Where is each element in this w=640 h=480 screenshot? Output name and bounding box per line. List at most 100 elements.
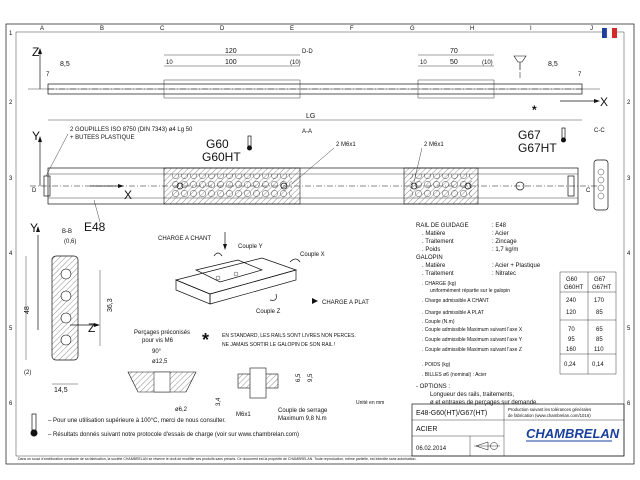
screw-m6-label: 2 M6x1 xyxy=(336,142,356,148)
sheet-border xyxy=(5,23,635,465)
dim-label: 14,5 xyxy=(54,387,68,394)
table-header: G67HT xyxy=(592,285,612,291)
row-label: 4 xyxy=(9,251,13,257)
end-stop xyxy=(567,175,575,197)
asterisk-icon: * xyxy=(532,103,537,117)
axis-x-label: X xyxy=(600,95,608,109)
screw-icon xyxy=(513,55,527,79)
spec-value: : Zincage xyxy=(492,239,517,245)
dim-label: 70 xyxy=(450,48,458,55)
thermometer-icon xyxy=(247,135,252,151)
spec-key: . Traitement xyxy=(422,239,454,245)
row-label: 5 xyxy=(627,326,631,332)
spec-key: . Traitement xyxy=(422,271,454,277)
spec-galopin-title: GALOPIN xyxy=(416,255,443,261)
dim-label: 48 xyxy=(24,306,31,314)
g67-label: G67 xyxy=(518,128,541,142)
top-view: Z X 120 10 100 (10) D-D 70 10 50 (10) 8,… xyxy=(28,45,608,121)
table-cell: 65 xyxy=(596,327,603,333)
table-cell: 160 xyxy=(566,347,577,353)
options-line1: Longueur des rails, traitements, xyxy=(430,392,514,398)
row-label: 2 xyxy=(627,100,631,106)
axis-z-label: Z xyxy=(32,45,39,59)
table-cell: 240 xyxy=(566,298,577,304)
label-d: D xyxy=(32,188,37,194)
table-row-label: . Couple admissible Maximum suivant l'ax… xyxy=(422,337,523,343)
dim-label: 10 xyxy=(420,60,427,66)
ball-row xyxy=(410,174,472,198)
col-label: A xyxy=(40,26,44,32)
table-cell: 120 xyxy=(566,310,577,316)
dim-label: (0,6) xyxy=(64,239,76,245)
axis-y-label-bb: Y xyxy=(30,221,38,235)
axis-z-label-bb: Z xyxy=(88,321,95,335)
col-label: G xyxy=(410,26,415,32)
end-stop xyxy=(43,175,51,197)
section-aa-label: A-A xyxy=(302,129,312,135)
label-c: C xyxy=(586,188,591,194)
row-label: 3 xyxy=(627,176,631,182)
table-row-label: . Couple admissible Maximum suivant l'ax… xyxy=(422,327,523,333)
table-row-label: . Charge admissible A PLAT xyxy=(422,310,484,316)
options-title: - OPTIONS : xyxy=(416,384,450,390)
iso-view: CHARGE A CHANT Couple Y Couple X Couple … xyxy=(158,232,369,315)
title-ref: E48-G60(HT)/G67(HT) xyxy=(416,410,487,417)
screw-detail: 6,5 9,5 M6x1 Couple de serrage Maximum 9… xyxy=(236,367,384,422)
dim-label: 36,3 xyxy=(107,298,114,312)
spec-value: : 1,7 kg/m xyxy=(492,247,518,253)
g67ht-label: G67HT xyxy=(518,141,557,155)
note-goupilles: 2 GOUPILLES ISO 8750 (DIN 7343) ø4 Lg 50 xyxy=(70,127,193,133)
col-label: E xyxy=(290,26,294,32)
ball-row xyxy=(172,174,292,198)
dim-label: 9,5 xyxy=(308,373,314,382)
table-cell: 0,14 xyxy=(592,362,604,368)
table-row-sub: uniformément répartie sur le galopin xyxy=(430,288,510,294)
units-label: Unité en mm xyxy=(356,400,384,406)
spec-key: . Matière xyxy=(422,231,446,237)
screw-m6-label: 2 M6x1 xyxy=(424,142,444,148)
axis-x-label-front: X xyxy=(124,188,132,202)
table-cell: 85 xyxy=(596,337,603,343)
spec-key: . Matière xyxy=(422,263,446,269)
charge-table: G60 G60HT G67 G67HT . CHARGE (kg) unifor… xyxy=(422,271,617,378)
section-bb-title: B-B xyxy=(62,229,72,235)
spec-rail-title: RAIL DE GUIDAGE xyxy=(416,223,468,229)
dim-label: 7 xyxy=(578,72,582,78)
dim-label: 7 xyxy=(46,72,50,78)
couple-x-label: Couple X xyxy=(300,252,325,258)
torque-label: Couple de serrage xyxy=(278,408,328,414)
charge-chant-label: CHARGE A CHANT xyxy=(158,236,211,242)
carriage-iso xyxy=(194,259,264,283)
rail-name-label: E48 xyxy=(84,220,106,234)
bores-title: Perçages préconisés xyxy=(134,330,190,336)
dim-label: 8,5 xyxy=(60,61,70,68)
col-label: H xyxy=(470,26,474,32)
table-cell: 170 xyxy=(594,298,605,304)
brand-logo: CHAMBRELAN xyxy=(526,426,620,441)
warning-block: * EN STANDARD, LES RAILS SONT LIVRES NON… xyxy=(202,330,356,350)
row-label: 6 xyxy=(627,401,631,407)
dim-label: (2) xyxy=(24,370,31,376)
front-view: Y X D C 2 GOUPILLES ISO 8750 (DIN 7343) … xyxy=(30,127,609,234)
dim-label: (10) xyxy=(290,60,301,66)
footer-notes: – Pour une utilisation supérieure à 100°… xyxy=(18,413,416,461)
row-label: 1 xyxy=(9,31,13,37)
dim-label: ø12,5 xyxy=(152,359,168,365)
g60-label: G60 xyxy=(206,137,229,151)
row-label: 4 xyxy=(627,251,631,257)
table-header: G67 xyxy=(594,277,606,283)
table-row-label: . Couple (N.m) xyxy=(422,319,455,325)
table-cell: 95 xyxy=(568,337,575,343)
section-cc-label: C-C xyxy=(594,128,605,134)
inner-border xyxy=(15,31,625,457)
section-bb: B-B (0,6) Y Z 48 36,3 (2) 14,5 xyxy=(24,221,114,394)
dim-label: 3,4 xyxy=(216,397,222,406)
asterisk-icon: * xyxy=(202,330,209,350)
row-labels: 2 3 4 5 6 1 2 3 4 5 6 xyxy=(9,31,631,407)
row-label: 2 xyxy=(9,100,13,106)
title-note-1: Production suivant les tolérances généra… xyxy=(508,407,591,412)
table-row-label: . Couple admissible Maximum suivant l'ax… xyxy=(422,347,522,353)
spec-value: : Acier xyxy=(492,231,509,237)
carriage-g67-top xyxy=(417,79,495,99)
